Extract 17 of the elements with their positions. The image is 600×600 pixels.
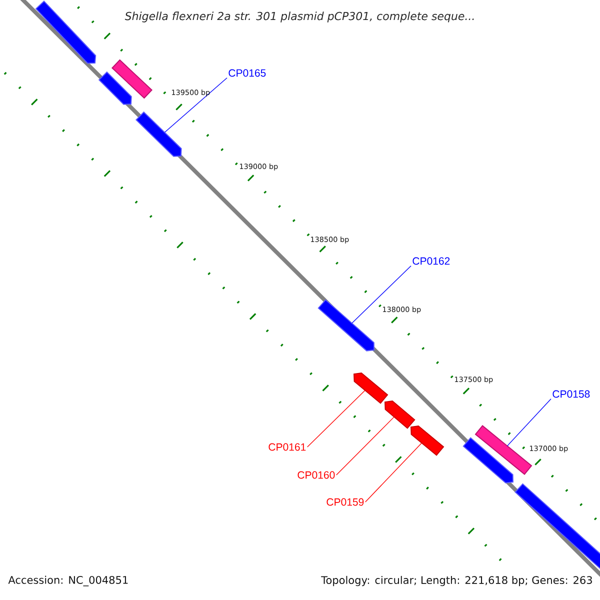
gene-block [318,299,375,352]
title: Shigella flexneri 2a str. 301 plasmid pCP301, complete seque... [124,12,474,22]
gene-label: CP0160 [298,471,335,479]
gene-block [462,437,514,484]
leader-line [352,266,412,324]
gene-label: CP0159 [326,498,364,506]
leader-line [164,78,228,133]
footer-text: Accession: NC_004851 [8,576,128,586]
gene-label: CP0162 [412,257,450,265]
leader-line [307,390,366,448]
gene-label: CP0158 [552,390,590,398]
leader-line [507,398,552,446]
gene-block [514,483,600,572]
gene-label: CP0165 [228,69,266,77]
leader-line [336,416,394,476]
gene-label: CP0161 [268,443,306,451]
leader-line [365,442,422,502]
